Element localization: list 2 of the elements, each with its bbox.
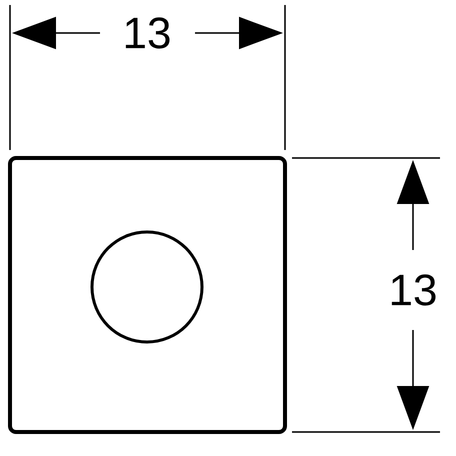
dimension-label: 13 (126, 17, 170, 49)
dimension-label: 13 (392, 274, 436, 306)
